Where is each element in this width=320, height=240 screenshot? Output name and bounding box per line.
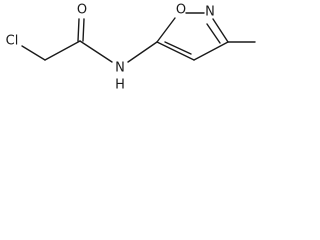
- bond-carbonyl-double-b: [82, 18, 85, 42]
- bond-carbonyl-nh: [79, 40, 113, 63]
- bond-nh-ring: [127, 41, 158, 63]
- bond-n2-c3: [212, 18, 229, 43]
- atom-chlorine: Cl: [6, 34, 19, 49]
- bond-c3-c4: [193, 41, 229, 61]
- bond-n2-c3-inner: [206, 23, 221, 44]
- atom-ring-oxygen: O: [176, 3, 186, 18]
- atom-amide-nitrogen: N: [115, 61, 125, 76]
- bond-c5-o1: [156, 17, 176, 43]
- atom-carbonyl-oxygen: O: [77, 3, 87, 18]
- atom-label-group: Cl O N H O N: [6, 3, 215, 93]
- bond-carbonyl-double-a: [77, 18, 80, 42]
- bond-cl-ch2: [21, 45, 46, 61]
- bond-c4-c5-inner: [164, 41, 192, 55]
- atom-amide-hydrogen: H: [115, 78, 125, 93]
- bond-group: [21, 12, 256, 63]
- bond-c4-c5: [156, 41, 195, 61]
- bond-ch2-carbonyl: [44, 40, 81, 61]
- chemical-structure-diagram: Cl O N H O N: [6, 3, 256, 93]
- atom-ring-nitrogen: N: [205, 5, 215, 20]
